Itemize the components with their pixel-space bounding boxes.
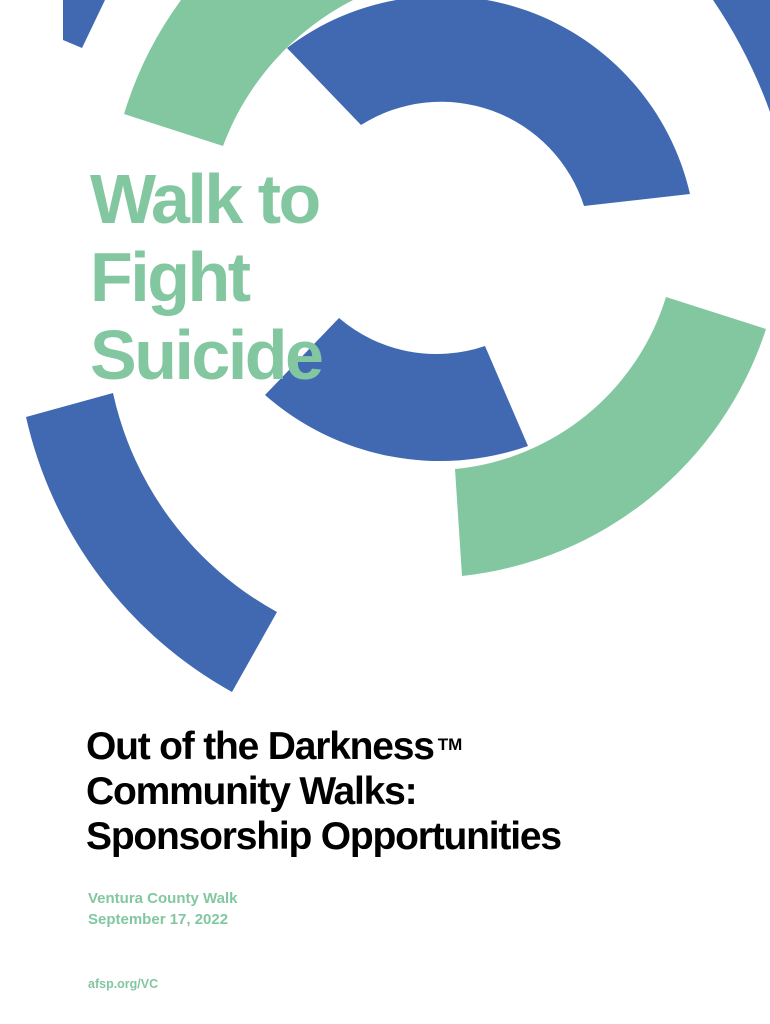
hero-line: Suicide (90, 316, 324, 394)
arc-green-top-left (124, 0, 353, 146)
trademark-symbol: TM (437, 735, 463, 754)
arc-blue-inner-bottom (265, 318, 528, 462)
arc-blue-top-left-fragment (63, 0, 105, 48)
hero-line: Fight (90, 238, 251, 316)
title-line: Community Walks: (86, 770, 418, 813)
title-line: Sponsorship Opportunities (86, 815, 562, 858)
website-url: afsp.org/VC (88, 977, 159, 991)
hero-title: Walk to Fight Suicide (90, 160, 324, 394)
event-info: Ventura County Walk September 17, 2022 (88, 888, 237, 930)
arc-blue-inner-top (287, 0, 690, 206)
arc-green-right (455, 297, 766, 576)
arc-blue-bottom-left (26, 393, 277, 692)
hero-line: Walk to (90, 160, 321, 238)
title-line: Out of the Darkness (86, 725, 435, 768)
event-date: September 17, 2022 (88, 911, 229, 928)
event-name: Ventura County Walk (88, 890, 238, 907)
arc-blue-top-right-fragment (713, 0, 770, 112)
